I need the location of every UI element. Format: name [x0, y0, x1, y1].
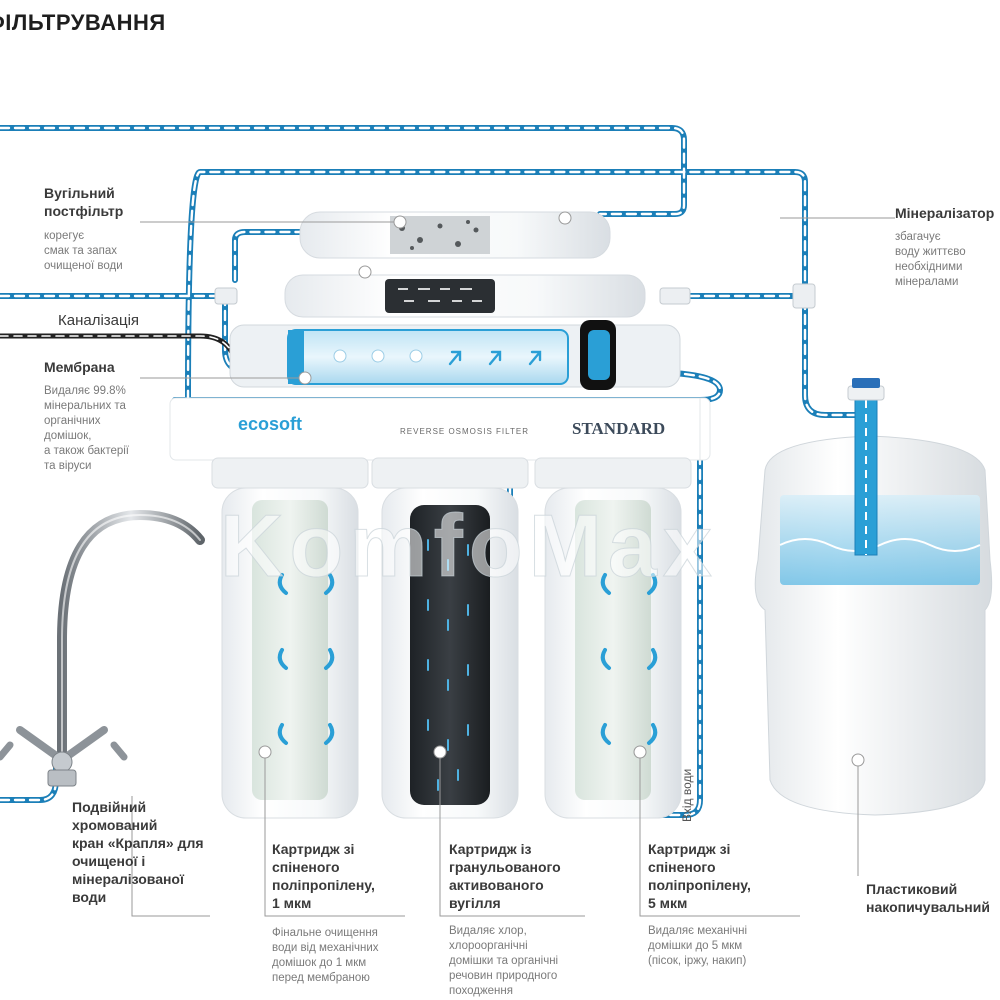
leader-dots: [258, 211, 865, 767]
postfilter-title: Вугільний постфільтр: [44, 185, 124, 219]
flow-arrows: [277, 573, 658, 745]
faucet: [0, 509, 205, 787]
cart2-title: Картридж із гранульованого активованого …: [449, 841, 561, 911]
mineralizer-title: Мінералізатор: [895, 205, 995, 221]
page-title: ФІЛЬТРУВАННЯ: [0, 10, 166, 35]
cart1-title: Картридж зі спіненого поліпропілену, 1 м…: [272, 841, 375, 911]
cart1-desc: Фінальне очищення води від механічних до…: [272, 927, 379, 984]
cart3-desc: Видаляє механічні домішки до 5 мкм (пісо…: [648, 925, 748, 967]
membrane-title: Мембрана: [44, 359, 115, 375]
watermark: KomfoMax: [220, 496, 718, 596]
drain-title: Каналізація: [58, 312, 140, 329]
carbon-flow: [427, 539, 469, 791]
membrane-desc: Видаляє 99.8% мінеральних та органічних …: [44, 385, 129, 472]
inlet-label: Вхід води: [680, 768, 694, 822]
cart3-title: Картридж зі спіненого поліпропілену, 5 м…: [648, 841, 751, 911]
cart2-desc: Видаляє хлор, хлороорганічні домішки та …: [449, 925, 559, 997]
tank-title: Пластиковий накопичувальний: [866, 881, 990, 915]
postfilter-housing: [214, 211, 816, 318]
postfilter-desc: корегує смак та запах очищеної води: [44, 230, 123, 272]
leader-lines: [131, 217, 895, 917]
membrane-housing: [229, 320, 681, 390]
device-model: STANDARD: [572, 419, 666, 438]
faucet-title: Подвійний хромований кран «Крапля» для о…: [72, 799, 204, 905]
mineralizer-desc: збагачує воду життєво необхідними мінера…: [895, 231, 966, 288]
brand-logo: ecosoft: [238, 414, 303, 434]
prefilter-housings: [211, 457, 692, 819]
storage-tank: [754, 378, 993, 816]
device-subtitle: REVERSE OSMOSIS FILTER: [400, 427, 529, 436]
